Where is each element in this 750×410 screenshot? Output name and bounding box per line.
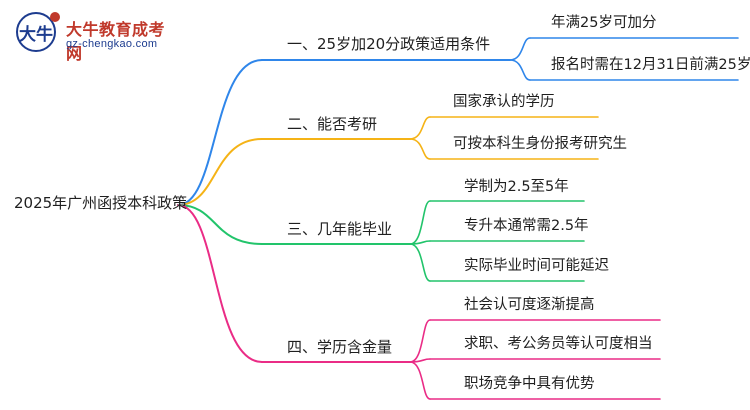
leaf-connector-3-3 bbox=[409, 243, 431, 282]
leaf-label-4-3: 职场竞争中具有优势 bbox=[464, 376, 595, 392]
leaf-connector-4-1 bbox=[409, 319, 431, 363]
leaf-label-1-1: 年满25岁可加分 bbox=[551, 15, 657, 31]
branch-connector-1 bbox=[177, 59, 263, 206]
leaf-label-4-2: 求职、考公务员等认可度相当 bbox=[464, 336, 653, 352]
leaf-connector-2-2 bbox=[409, 138, 431, 160]
leaf-label-3-2: 专升本通常需2.5年 bbox=[464, 218, 589, 234]
logo: 大牛 大牛教育成考网 gz-chengkao.com bbox=[8, 10, 173, 63]
leaf-label-2-2: 可按本科生身份报考研究生 bbox=[453, 136, 627, 152]
root-node-label: 2025年广州函授本科政策 bbox=[14, 194, 188, 212]
logo-url: gz-chengkao.com bbox=[66, 38, 158, 50]
logo-title: 大牛教育成考网 bbox=[66, 20, 166, 63]
leaf-label-1-2: 报名时需在12月31日前满25岁 bbox=[551, 57, 750, 73]
branch-connector-2 bbox=[177, 138, 263, 206]
leaf-label-2-1: 国家承认的学历 bbox=[453, 94, 555, 110]
branch-connector-4 bbox=[177, 204, 263, 363]
branch-label-4: 四、学历含金量 bbox=[287, 338, 393, 356]
leaf-connector-2-1 bbox=[409, 116, 431, 140]
branch-label-3: 三、几年能毕业 bbox=[287, 220, 393, 238]
leaf-label-3-1: 学制为2.5至5年 bbox=[464, 179, 569, 195]
logo-badge: 大牛 bbox=[16, 12, 60, 52]
leaf-label-4-1: 社会认可度逐渐提高 bbox=[464, 297, 595, 313]
leaf-label-3-3: 实际毕业时间可能延迟 bbox=[464, 258, 609, 274]
branch-label-1: 一、25岁加20分政策适用条件 bbox=[287, 35, 491, 53]
leaf-connector-1-1 bbox=[509, 37, 531, 61]
branch-connector-3 bbox=[177, 204, 263, 245]
leaf-connector-3-1 bbox=[409, 200, 431, 245]
leaf-connector-4-3 bbox=[409, 361, 431, 400]
connector-lines bbox=[177, 37, 739, 400]
leaf-connector-1-2 bbox=[509, 59, 531, 81]
branch-label-2: 二、能否考研 bbox=[287, 115, 378, 133]
